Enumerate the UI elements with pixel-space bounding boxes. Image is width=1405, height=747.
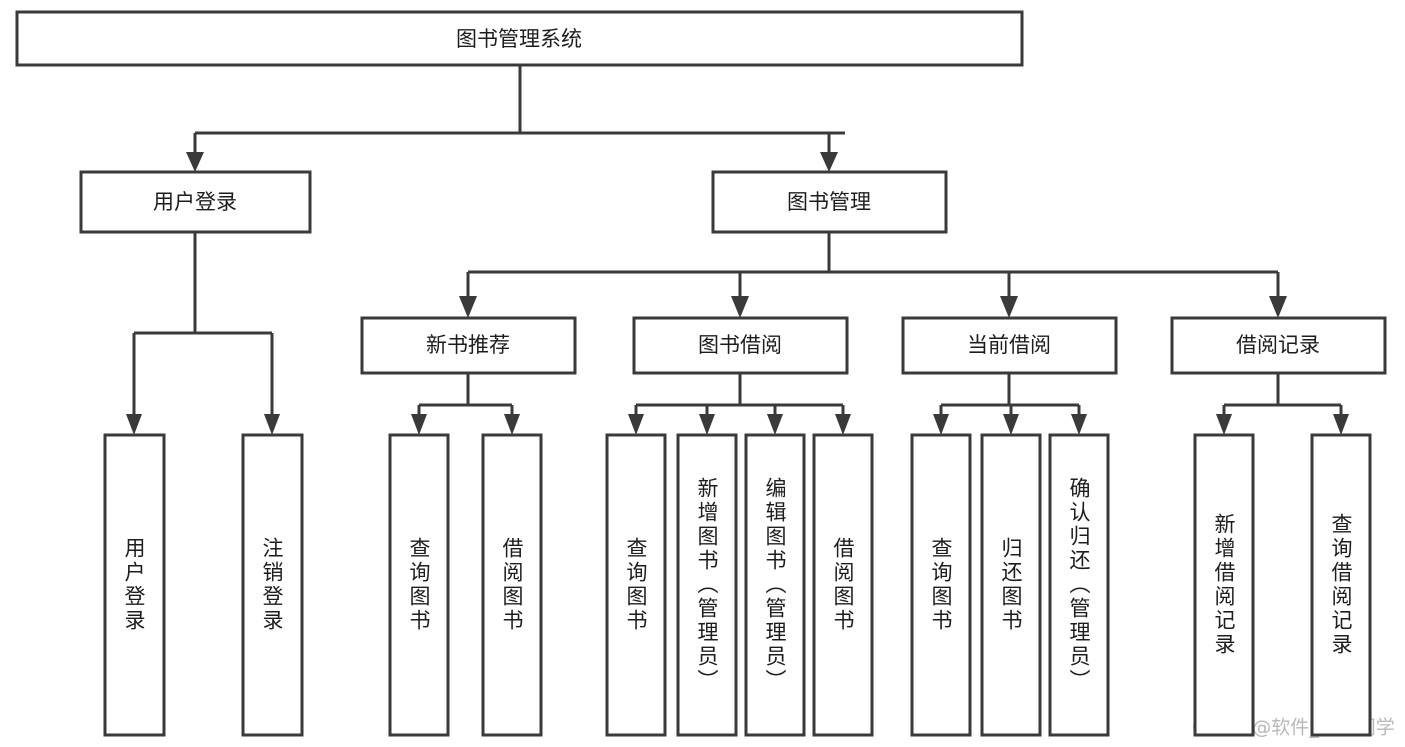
arrow-head-newbook-query	[411, 414, 427, 435]
node-current-return-book-box[interactable]	[980, 433, 1042, 737]
node-login-logout[interactable]: 注销登录	[241, 433, 304, 737]
node-newbook-borrow-book[interactable]: 借阅图书	[481, 433, 543, 737]
node-current-borrow-label: 当前借阅	[967, 333, 1051, 357]
node-current-confirm-return[interactable]: 确认归还（管理员）	[1048, 433, 1110, 737]
arrow-head-login	[186, 152, 204, 172]
arrow-head-borrow-query	[628, 414, 644, 435]
node-login-logout-box[interactable]	[241, 433, 304, 737]
node-login-user-label: 用户登录	[122, 537, 146, 633]
node-borrow-edit-book-label: 编辑图书（管理员）	[763, 477, 787, 693]
arrow-head-newbook	[459, 296, 477, 318]
node-current-query-book[interactable]: 查询图书	[910, 433, 972, 737]
node-borrow-query-book[interactable]: 查询图书	[605, 433, 667, 737]
arrow-head-login-logout	[264, 414, 280, 435]
arrow-head-records	[1269, 296, 1287, 318]
node-user-login[interactable]: 用户登录	[79, 170, 312, 234]
node-borrow-query-book-label: 查询图书	[624, 537, 648, 633]
node-book-management[interactable]: 图书管理	[711, 170, 948, 234]
node-records-add-record-box[interactable]	[1193, 433, 1255, 737]
node-borrow-lend-book[interactable]: 借阅图书	[812, 433, 874, 737]
arrow-head-records-query	[1333, 414, 1349, 435]
arrow-head-borrow-lend	[835, 414, 851, 435]
node-current-confirm-return-box[interactable]	[1048, 433, 1110, 737]
arrow-head-current-return	[1003, 414, 1019, 435]
node-borrow-records[interactable]: 借阅记录	[1170, 316, 1387, 375]
node-root[interactable]: 图书管理系统	[15, 10, 1024, 67]
node-book-borrow-label: 图书借阅	[698, 333, 782, 357]
node-book-borrow-box[interactable]	[632, 316, 849, 375]
node-current-borrow-box[interactable]	[901, 316, 1118, 375]
node-newbook-query-book-label: 查询图书	[407, 537, 431, 633]
node-borrow-edit-book[interactable]: 编辑图书（管理员）	[744, 433, 806, 737]
node-newbook-borrow-book-label: 借阅图书	[500, 537, 524, 633]
node-borrow-records-box[interactable]	[1170, 316, 1387, 375]
node-newbook-borrow-book-box[interactable]	[481, 433, 543, 737]
node-root-label: 图书管理系统	[456, 27, 582, 51]
node-newbook-query-book-box[interactable]	[388, 433, 450, 737]
arrow-head-borrow	[731, 296, 749, 318]
node-records-query-record-box[interactable]	[1310, 433, 1372, 737]
node-current-query-book-label: 查询图书	[929, 537, 953, 633]
arrow-head-records-add	[1216, 414, 1232, 435]
node-book-management-box[interactable]	[711, 170, 948, 234]
arrow-head-borrow-edit	[767, 414, 783, 435]
node-login-user[interactable]: 用户登录	[103, 433, 166, 737]
node-borrow-add-book[interactable]: 新增图书（管理员）	[676, 433, 738, 737]
connector-layer	[126, 65, 1349, 435]
node-current-return-book[interactable]: 归还图书	[980, 433, 1042, 737]
node-records-add-record-label: 新增借阅记录	[1212, 513, 1236, 657]
node-user-login-box[interactable]	[79, 170, 312, 234]
arrow-head-newbook-borrow	[504, 414, 520, 435]
node-newbook-query-book[interactable]: 查询图书	[388, 433, 450, 737]
node-current-borrow[interactable]: 当前借阅	[901, 316, 1118, 375]
node-login-user-box[interactable]	[103, 433, 166, 737]
node-records-add-record[interactable]: 新增借阅记录	[1193, 433, 1255, 737]
node-records-query-record-label: 查询借阅记录	[1329, 513, 1353, 657]
arrow-head-login-user	[126, 414, 142, 435]
node-current-confirm-return-label: 确认归还（管理员）	[1067, 477, 1091, 693]
node-borrow-add-book-box[interactable]	[676, 433, 738, 737]
arrow-head-current-query	[933, 414, 949, 435]
node-book-management-label: 图书管理	[787, 190, 871, 214]
node-borrow-lend-book-box[interactable]	[812, 433, 874, 737]
node-current-query-book-box[interactable]	[910, 433, 972, 737]
node-new-book-recommend-box[interactable]	[360, 316, 577, 375]
node-borrow-edit-book-box[interactable]	[744, 433, 806, 737]
arrow-head-current-confirm	[1071, 414, 1087, 435]
node-root-box[interactable]	[15, 10, 1024, 67]
arrow-head-borrow-add	[699, 414, 715, 435]
node-borrow-add-book-label: 新增图书（管理员）	[695, 477, 719, 693]
node-user-login-label: 用户登录	[153, 190, 237, 214]
node-new-book-recommend[interactable]: 新书推荐	[360, 316, 577, 375]
arrow-head-current	[1000, 296, 1018, 318]
node-borrow-query-book-box[interactable]	[605, 433, 667, 737]
node-new-book-recommend-label: 新书推荐	[426, 333, 510, 357]
arrow-head-bookmgmt	[820, 152, 838, 172]
node-current-return-book-label: 归还图书	[999, 537, 1023, 633]
node-borrow-records-label: 借阅记录	[1236, 333, 1320, 357]
node-borrow-lend-book-label: 借阅图书	[831, 537, 855, 633]
node-records-query-record[interactable]: 查询借阅记录	[1310, 433, 1372, 737]
node-login-logout-label: 注销登录	[260, 537, 284, 633]
node-book-borrow[interactable]: 图书借阅	[632, 316, 849, 375]
